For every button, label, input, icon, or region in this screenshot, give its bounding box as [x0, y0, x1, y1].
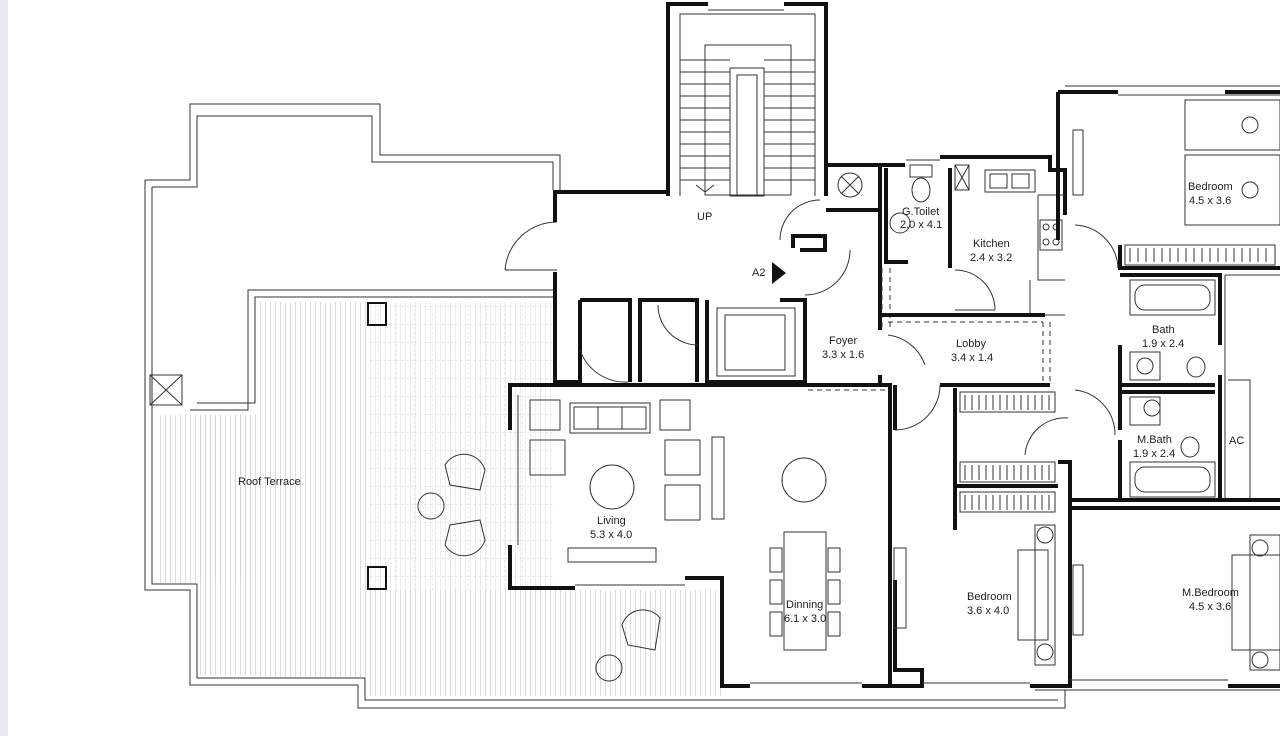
label-ac: AC — [1229, 435, 1244, 447]
bedroom-middle-walls — [862, 460, 1084, 688]
label-foyer: Foyer — [829, 335, 857, 347]
label-bedroom-middle-size: 3.6 x 4.0 — [967, 605, 1009, 617]
label-bath-size: 1.9 x 2.4 — [1142, 338, 1184, 350]
label-kitchen: Kitchen — [973, 238, 1010, 250]
core-rooms-walls — [878, 155, 1067, 431]
stair-landing-walls — [504, 163, 882, 384]
label-roof-terrace: Roof Terrace — [238, 476, 301, 488]
label-dinning: Dinning — [786, 599, 823, 611]
label-dinning-size: 6.1 x 3.0 — [784, 613, 826, 625]
pergola-columns — [149, 302, 387, 590]
label-m-bath: M.Bath — [1137, 434, 1172, 446]
label-g-toilet-size: 2.0 x 4.1 — [900, 219, 942, 231]
right-wing-walls — [1035, 85, 1280, 691]
label-bedroom-top-size: 4.5 x 3.6 — [1189, 195, 1231, 207]
label-g-toilet: G.Toilet — [902, 206, 939, 218]
label-a2: A2 — [752, 267, 765, 279]
left-edge-strip — [0, 0, 8, 736]
room-labels: Roof Terrace UP A2 G.Toilet 2.0 x 4.1 Ki… — [238, 181, 1244, 625]
label-lobby: Lobby — [956, 338, 986, 350]
label-lobby-size: 3.4 x 1.4 — [951, 352, 993, 364]
label-bedroom-top: Bedroom — [1188, 181, 1233, 193]
label-bedroom-middle: Bedroom — [967, 591, 1012, 603]
label-living: Living — [597, 515, 626, 527]
label-up: UP — [697, 211, 712, 223]
label-kitchen-size: 2.4 x 3.2 — [970, 252, 1012, 264]
terrace-furniture — [417, 453, 661, 682]
staircase — [666, 2, 828, 197]
roof-terrace-outline — [144, 103, 1066, 709]
label-foyer-size: 3.3 x 1.6 — [822, 349, 864, 361]
label-bath: Bath — [1152, 324, 1175, 336]
living-furniture — [529, 399, 841, 651]
terrace-hatch — [157, 302, 723, 696]
label-m-bath-size: 1.9 x 2.4 — [1133, 448, 1175, 460]
label-m-bedroom-size: 4.5 x 3.6 — [1189, 601, 1231, 613]
label-m-bedroom: M.Bedroom — [1182, 587, 1239, 599]
wardrobes — [953, 388, 1069, 530]
label-living-size: 5.3 x 4.0 — [590, 529, 632, 541]
